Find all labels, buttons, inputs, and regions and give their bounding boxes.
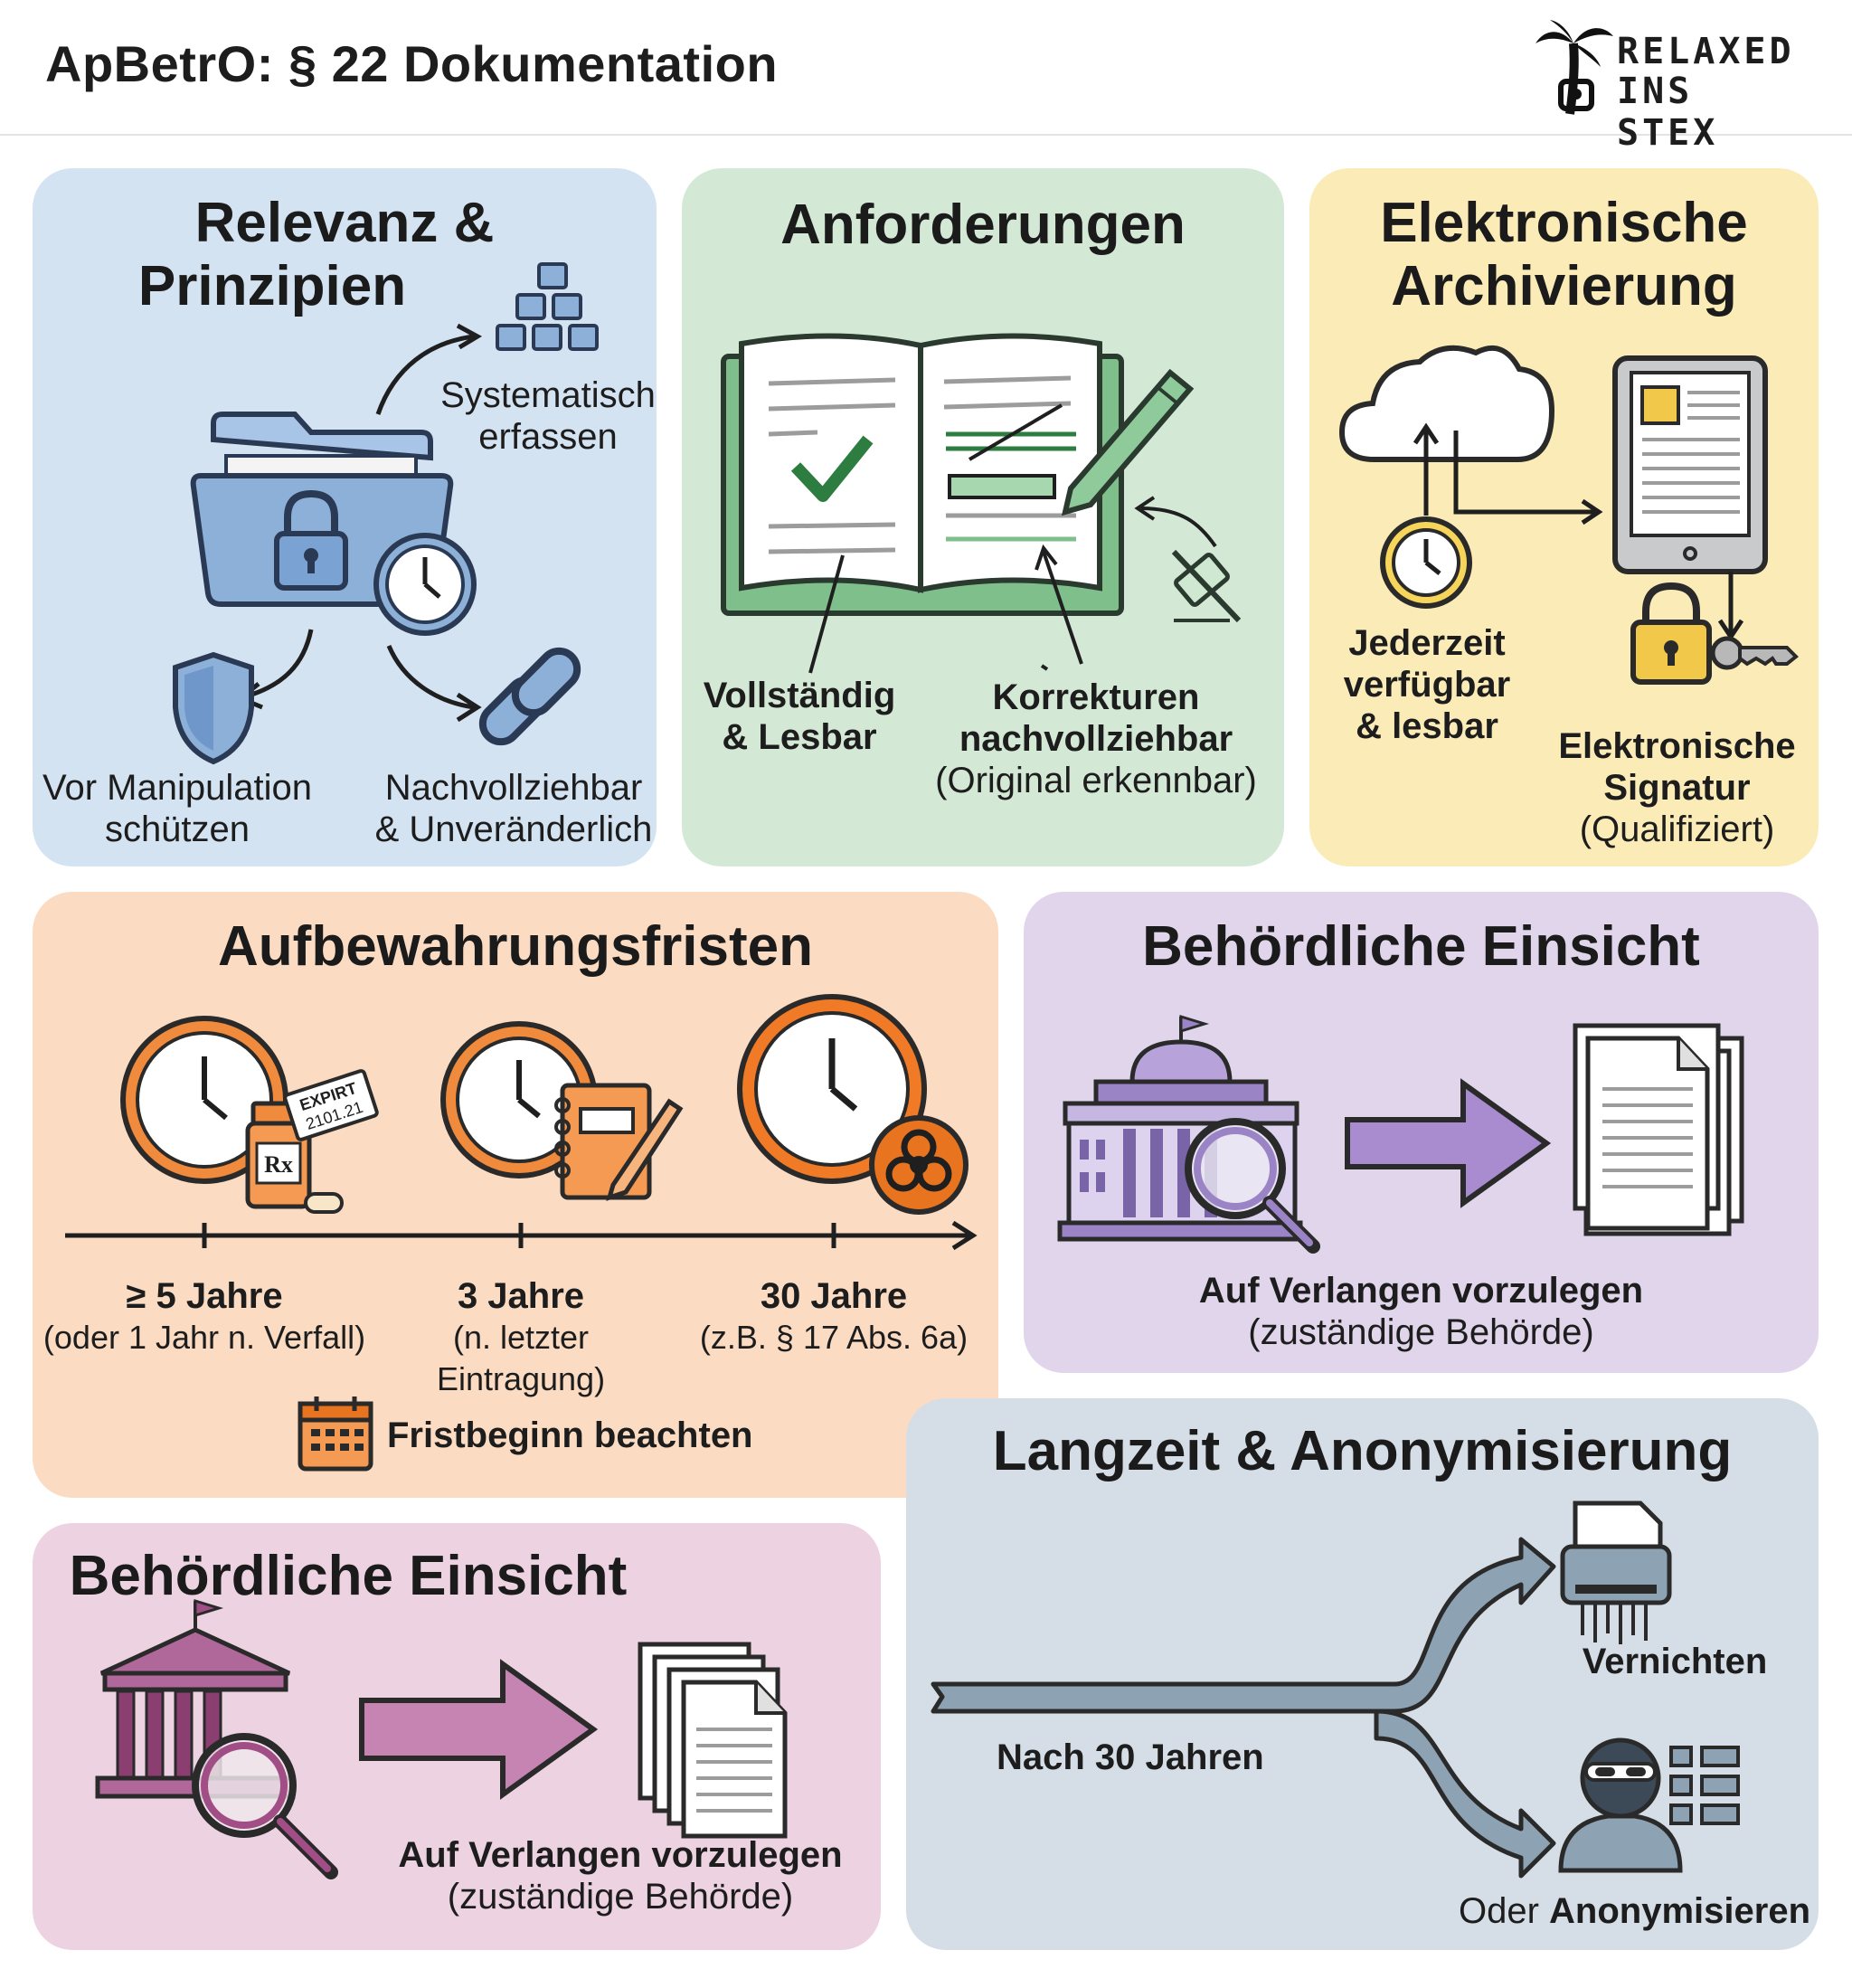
boxes-stack-icon bbox=[496, 262, 599, 351]
panel-langzeit: Langzeit & Anonymisierung N bbox=[906, 1398, 1819, 1950]
label-anonymisieren-row: Oder Anonymisieren bbox=[1440, 1890, 1810, 1932]
einsicht-a-illustration bbox=[1057, 1014, 1744, 1254]
langzeit-title: Langzeit & Anonymisierung bbox=[992, 1420, 1733, 1482]
label-manipulation-2: schützen bbox=[104, 809, 250, 849]
biohazard-icon bbox=[869, 1115, 969, 1215]
tablet-icon bbox=[1612, 355, 1768, 574]
einsicht-b-illustration bbox=[95, 1598, 788, 1879]
label-korrekturen-3: (Original erkennbar) bbox=[935, 761, 1257, 800]
right-arrow-icon bbox=[1345, 1078, 1552, 1208]
cloud-icon bbox=[1338, 345, 1555, 462]
label-korrekturen-1: Korrekturen bbox=[992, 677, 1200, 717]
calendar-icon bbox=[298, 1396, 373, 1472]
label-korrekturen-2: nachvollziehbar bbox=[959, 719, 1233, 759]
label-signatur-1: Elektronische bbox=[1558, 726, 1796, 766]
label-manipulation-1: Vor Manipulation bbox=[43, 768, 312, 808]
panel-einsicht-a: Behördliche Einsicht bbox=[1024, 892, 1819, 1373]
anonymous-person-icon bbox=[1558, 1737, 1683, 1873]
fristen-footer: Fristbeginn beachten bbox=[387, 1415, 753, 1455]
panel-fristen: Aufbewahrungsfristen Rx EXPIRT 2101.21 bbox=[33, 892, 998, 1498]
clock-icon bbox=[737, 994, 927, 1184]
anforderungen-title: Anforderungen bbox=[780, 194, 1186, 256]
einsicht-b-title: Behördliche Einsicht bbox=[69, 1545, 628, 1607]
archivierung-title-line2: Archivierung bbox=[1391, 255, 1737, 317]
clock-icon bbox=[440, 1021, 598, 1179]
magnifier-icon bbox=[192, 1733, 338, 1879]
frist-value-3: 30 Jahre bbox=[760, 1276, 908, 1316]
panel-anforderungen: Anforderungen bbox=[682, 168, 1284, 866]
page-title: ApBetrO: § 22 Dokumentation bbox=[45, 35, 779, 92]
label-systematisch-2: erfassen bbox=[478, 417, 618, 457]
label-nachvollziehbar-2: & Unveränderlich bbox=[374, 809, 653, 849]
shredder-icon bbox=[1560, 1500, 1672, 1644]
notebook-icon bbox=[554, 1083, 684, 1201]
fristen-title: Aufbewahrungsfristen bbox=[218, 915, 813, 978]
logo-line-1: RELAXED bbox=[1617, 31, 1795, 72]
magnifier-icon bbox=[1185, 1118, 1320, 1254]
logo-line-2: INS STEX bbox=[1617, 71, 1719, 154]
fristen-illustration: Rx EXPIRT 2101.21 bbox=[65, 994, 978, 1472]
label-signatur-2: Signatur bbox=[1603, 768, 1751, 808]
label-nach-30-jahren: Nach 30 Jahren bbox=[997, 1737, 1264, 1777]
lock-key-icon bbox=[1630, 582, 1799, 685]
documents-stack-icon bbox=[638, 1642, 788, 1839]
eraser-crossed-icon bbox=[1171, 549, 1242, 623]
checkmark-icon bbox=[790, 435, 874, 502]
einsicht-a-title: Behördliche Einsicht bbox=[1142, 915, 1700, 978]
documents-stack-icon bbox=[1573, 1023, 1744, 1236]
archivierung-title-line1: Elektronische bbox=[1380, 192, 1748, 254]
frist-value-1: ≥ 5 Jahre bbox=[126, 1276, 283, 1316]
label-anonymisieren: Anonymisieren bbox=[1549, 1891, 1810, 1931]
label-signatur-3: (Qualifiziert) bbox=[1579, 809, 1775, 849]
relevanz-illustration bbox=[173, 262, 599, 765]
clock-icon bbox=[373, 533, 477, 636]
open-book-icon bbox=[721, 333, 1124, 616]
government-building-icon bbox=[1057, 1014, 1303, 1242]
label-jederzeit-1: Jederzeit bbox=[1348, 623, 1506, 663]
branching-arrow-icon bbox=[931, 1537, 1556, 1879]
label-vollstaendig-2: & Lesbar bbox=[722, 717, 877, 757]
expiry-stamp-icon: EXPIRT 2101.21 bbox=[283, 1069, 379, 1141]
label-oder: Oder bbox=[1458, 1891, 1539, 1931]
label-vernichten: Vernichten bbox=[1582, 1642, 1768, 1681]
panel-relevanz: Relevanz & Prinzipien bbox=[33, 168, 657, 866]
clock-icon bbox=[1380, 516, 1472, 609]
label-systematisch-1: Systematisch bbox=[440, 375, 656, 415]
frist-note-1: (oder 1 Jahr n. Verfall) bbox=[43, 1319, 366, 1356]
pen-icon bbox=[1061, 368, 1195, 516]
einsicht-a-label-1: Auf Verlangen vorzulegen bbox=[1198, 1271, 1644, 1311]
panel-einsicht-b: Behördliche Einsicht bbox=[33, 1523, 881, 1950]
header: ApBetrO: § 22 Dokumentation RELAXED INS … bbox=[0, 0, 1852, 154]
palm-tree-icon bbox=[1535, 20, 1613, 115]
anforderungen-illustration bbox=[721, 333, 1242, 674]
lock-icon bbox=[274, 489, 348, 591]
panel-archivierung: Elektronische Archivierung bbox=[1309, 168, 1819, 866]
label-vollstaendig-1: Vollständig bbox=[703, 676, 896, 715]
einsicht-a-label-2: (zuständige Behörde) bbox=[1248, 1312, 1594, 1352]
langzeit-illustration bbox=[931, 1500, 1740, 1879]
relevanz-title-line1: Relevanz & bbox=[194, 192, 495, 254]
timeline-axis bbox=[65, 1220, 978, 1251]
einsicht-b-label-2: (zuständige Behörde) bbox=[447, 1877, 794, 1917]
frist-value-2: 3 Jahre bbox=[457, 1276, 585, 1316]
label-jederzeit-2: verfügbar bbox=[1343, 665, 1511, 705]
rx-label: Rx bbox=[264, 1151, 293, 1178]
label-nachvollziehbar-1: Nachvollziehbar bbox=[384, 768, 643, 808]
shield-icon bbox=[173, 651, 254, 765]
label-jederzeit-3: & lesbar bbox=[1356, 706, 1498, 746]
right-arrow-icon bbox=[359, 1659, 599, 1800]
link-icon bbox=[478, 647, 581, 746]
data-grid-icon bbox=[1669, 1746, 1740, 1825]
frist-note-2: (n. letzter Eintragung) bbox=[436, 1319, 606, 1397]
frist-note-3: (z.B. § 17 Abs. 6a) bbox=[699, 1319, 969, 1356]
brand-logo: RELAXED INS STEX bbox=[1534, 16, 1805, 154]
einsicht-b-label-1: Auf Verlangen vorzulegen bbox=[398, 1835, 843, 1875]
clock-icon bbox=[120, 1016, 288, 1184]
archivierung-illustration bbox=[1338, 345, 1799, 685]
relevanz-title-line2: Prinzipien bbox=[137, 255, 407, 317]
